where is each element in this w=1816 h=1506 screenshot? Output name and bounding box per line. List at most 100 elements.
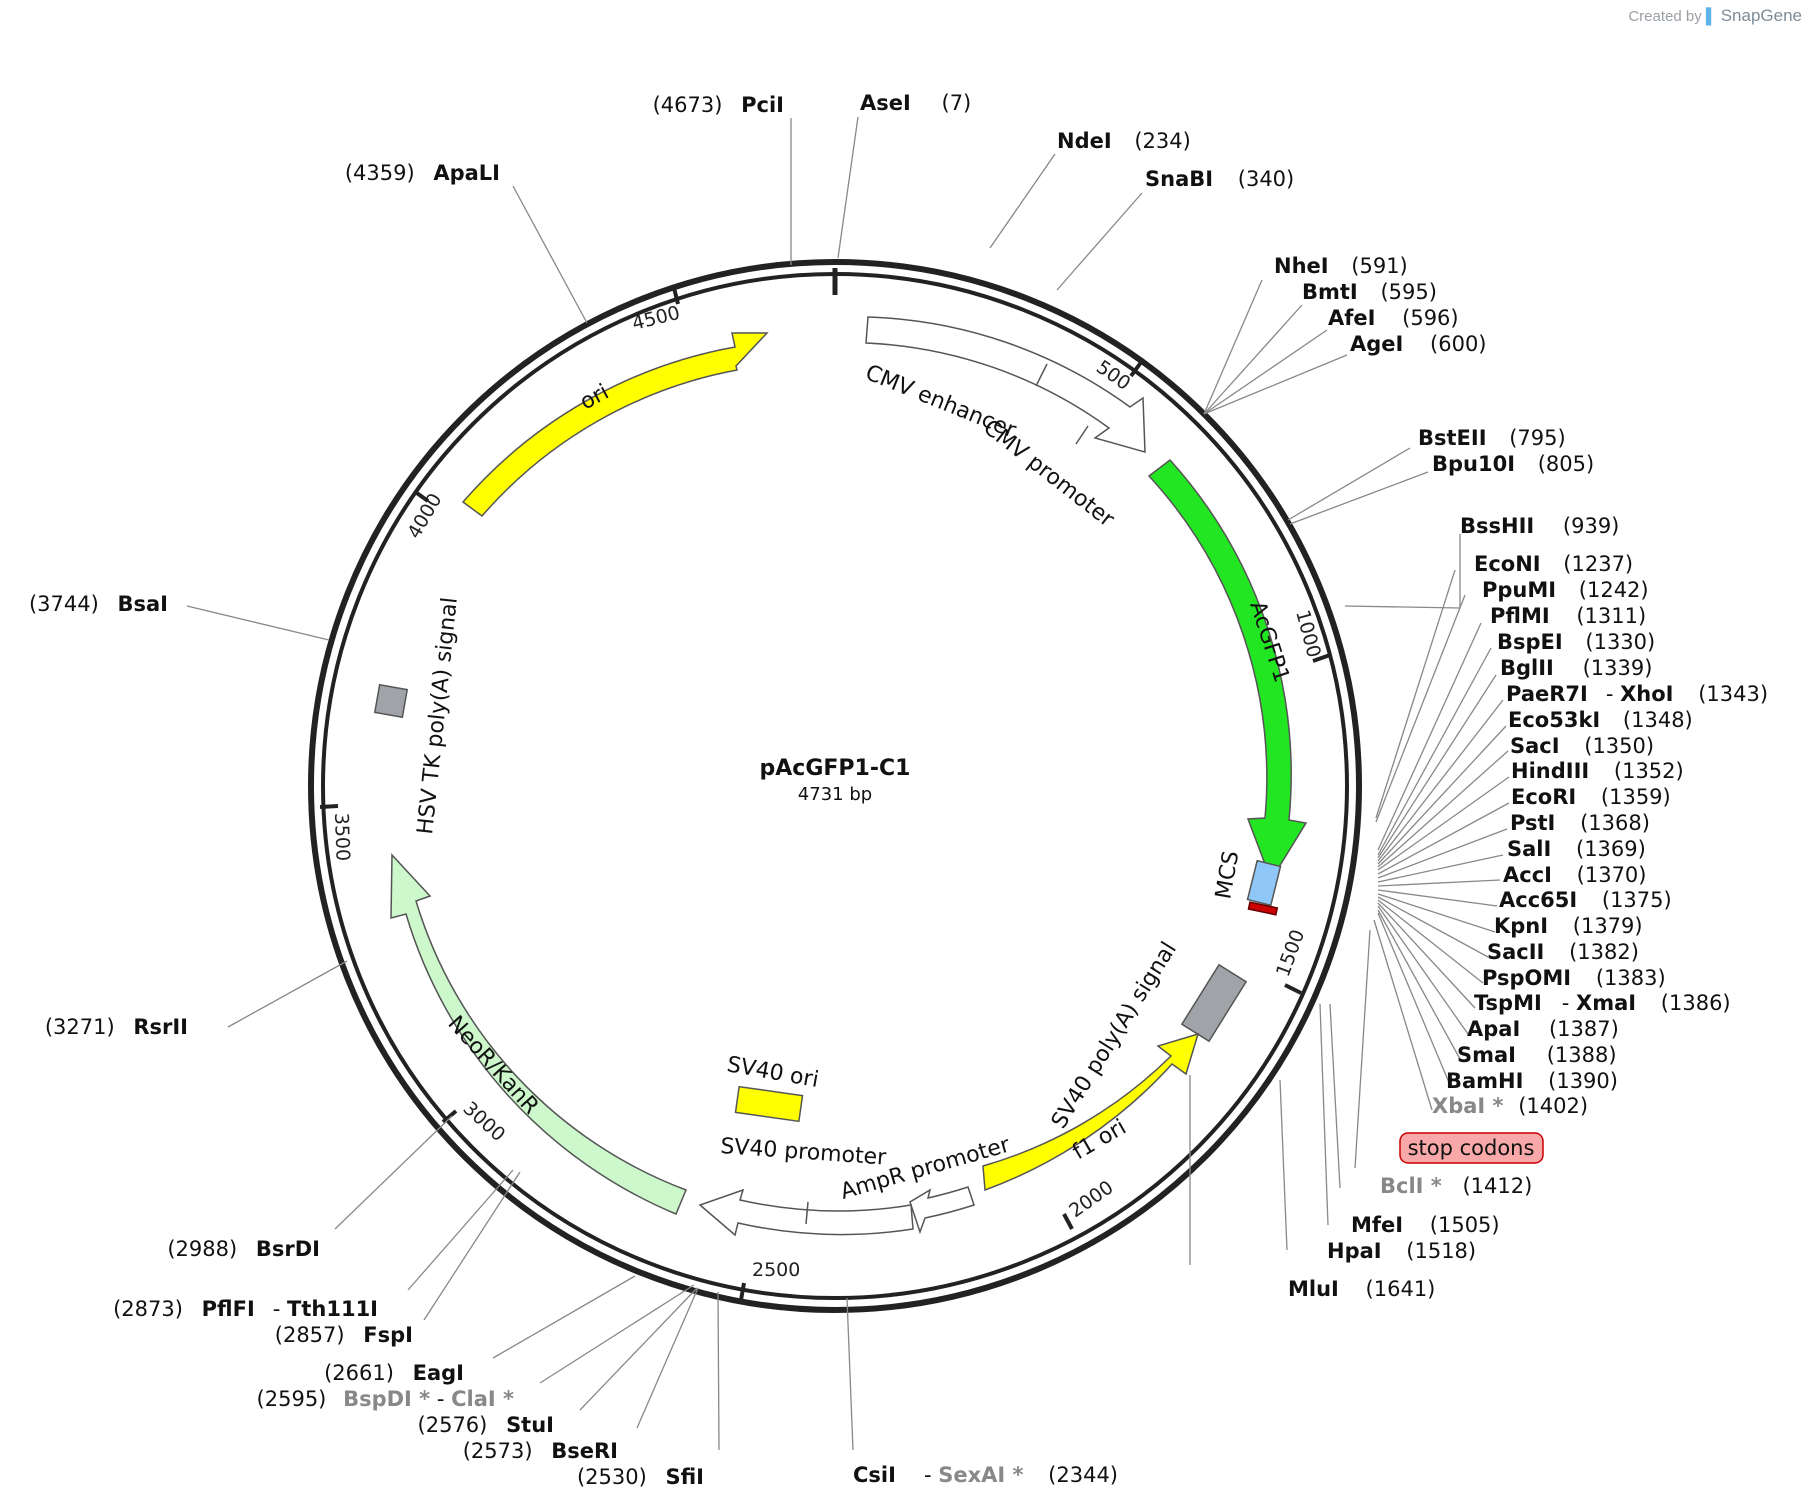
site-agei: AgeI (600) <box>1350 332 1487 356</box>
site-pflfi-tth111i: (2873) PflFI- Tth111I <box>113 1297 378 1321</box>
svg-text:stop codons: stop codons <box>1408 1136 1535 1160</box>
svg-text:Eco53kI (1348): Eco53kI (1348) <box>1508 708 1693 732</box>
svg-text:PaeR7I- XhoI (1343): PaeR7I- XhoI (1343) <box>1506 682 1768 706</box>
feature-hsv-tk-polya <box>373 683 409 719</box>
svg-text:(2573) BseRI: (2573) BseRI <box>463 1439 618 1463</box>
site-bglii: BglII (1339) <box>1500 656 1652 680</box>
svg-text:SnaBI (340): SnaBI (340) <box>1145 167 1294 191</box>
svg-text:BamHI (1390): BamHI (1390) <box>1446 1069 1618 1093</box>
svg-text:PspOMI (1383): PspOMI (1383) <box>1482 966 1666 990</box>
tick-label-4500: 4500 <box>630 302 682 335</box>
svg-text:EcoRI (1359): EcoRI (1359) <box>1511 785 1671 809</box>
svg-text:TspMI- XmaI (1386): TspMI- XmaI (1386) <box>1474 991 1731 1015</box>
feature-sv40-polya <box>1180 963 1248 1043</box>
svg-text:SalI (1369): SalI (1369) <box>1507 837 1646 861</box>
feature-ampr-promoter <box>909 1186 975 1235</box>
svg-text:SacI (1350): SacI (1350) <box>1510 734 1654 758</box>
feature-ori <box>461 332 769 518</box>
snapgene-logo-icon: ▌ <box>1705 8 1717 25</box>
svg-text:SmaI (1388): SmaI (1388) <box>1457 1043 1617 1067</box>
feature-label-sv40-promoter: SV40 promoter <box>720 1134 888 1171</box>
site-pspomi: PspOMI (1383) <box>1482 966 1666 990</box>
site-bmti: BmtI (595) <box>1302 280 1437 304</box>
site-rsrii: (3271) RsrII <box>45 1015 188 1039</box>
svg-text:MfeI (1505): MfeI (1505) <box>1351 1213 1500 1237</box>
site-smai: SmaI (1388) <box>1457 1043 1617 1067</box>
svg-text:CsiI- SexAI * (2344): CsiI- SexAI * (2344) <box>853 1463 1118 1487</box>
site-saci: SacI (1350) <box>1510 734 1654 758</box>
svg-text:(2530) SfiI: (2530) SfiI <box>577 1465 704 1489</box>
svg-text:BglII (1339): BglII (1339) <box>1500 656 1652 680</box>
site-leader-lines <box>186 116 1510 1451</box>
svg-text:(2661) EagI: (2661) EagI <box>324 1361 464 1385</box>
tick-label-3500: 3500 <box>330 812 354 861</box>
svg-text:BspEI (1330): BspEI (1330) <box>1497 630 1655 654</box>
site-pflmi: PflMI (1311) <box>1490 604 1646 628</box>
site-bsrdi: (2988) BsrDI <box>167 1237 320 1261</box>
svg-text:NdeI (234): NdeI (234) <box>1057 129 1191 153</box>
site-snabi: SnaBI (340) <box>1145 167 1294 191</box>
site-bseri: (2573) BseRI <box>463 1439 618 1463</box>
site-bcli: BclI * (1412) <box>1380 1174 1532 1198</box>
site-econi: EcoNI (1237) <box>1474 552 1633 576</box>
site-sfii: (2530) SfiI <box>577 1465 704 1489</box>
credit-prefix: Created by <box>1628 8 1702 25</box>
feature-mcs <box>1246 859 1282 907</box>
svg-text:(3744) BsaI: (3744) BsaI <box>29 592 168 616</box>
site-ndei: NdeI (234) <box>1057 129 1191 153</box>
site-bsteii: BstEII (795) <box>1418 426 1566 450</box>
svg-text:(2873) PflFI- Tth111I: (2873) PflFI- Tth111I <box>113 1297 378 1321</box>
svg-text:(2595) BspDI * - ClaI *: (2595) BspDI * - ClaI * <box>257 1387 514 1411</box>
site-fspi: (2857) FspI <box>275 1323 413 1347</box>
site-hpai: HpaI (1518) <box>1327 1239 1476 1263</box>
site-acc65i: Acc65I (1375) <box>1499 888 1672 912</box>
svg-text:(4673) PciI: (4673) PciI <box>653 93 784 117</box>
site-apali: (4359) ApaLI <box>345 161 500 185</box>
plasmid-length: 4731 bp <box>798 784 872 805</box>
feature-sv40-ori <box>734 1085 804 1123</box>
feature-label-mcs: MCS <box>1211 849 1244 901</box>
svg-text:AgeI (600): AgeI (600) <box>1350 332 1487 356</box>
svg-text:AfeI (596): AfeI (596) <box>1328 306 1459 330</box>
svg-text:PpuMI (1242): PpuMI (1242) <box>1482 578 1649 602</box>
svg-text:(4359) ApaLI: (4359) ApaLI <box>345 161 500 185</box>
site-sacii: SacII (1382) <box>1487 940 1639 964</box>
snapgene-credit: Created by ▌ SnapGene <box>1628 6 1802 26</box>
svg-text:BmtI (595): BmtI (595) <box>1302 280 1437 304</box>
site-kpni: KpnI (1379) <box>1494 914 1643 938</box>
site-afei: AfeI (596) <box>1328 306 1459 330</box>
site-acci: AccI (1370) <box>1503 863 1647 887</box>
site-mfei: MfeI (1505) <box>1351 1213 1500 1237</box>
stop-codons-mark <box>1247 901 1279 916</box>
site-mlui: MluI (1641) <box>1288 1277 1435 1301</box>
site-sali: SalI (1369) <box>1507 837 1646 861</box>
site-nhei: NheI (591) <box>1274 254 1408 278</box>
svg-text:BclI * (1412): BclI * (1412) <box>1380 1174 1532 1198</box>
site-tspmi-xmai: TspMI- XmaI (1386) <box>1474 991 1731 1015</box>
svg-text:HpaI (1518): HpaI (1518) <box>1327 1239 1476 1263</box>
feature-neor-kanr <box>390 853 687 1215</box>
svg-text:AseI (7): AseI (7) <box>860 91 971 115</box>
svg-text:HindIII (1352): HindIII (1352) <box>1511 759 1684 783</box>
credit-brand: SnapGene <box>1720 6 1802 25</box>
site-stui: (2576) StuI <box>418 1413 554 1437</box>
svg-text:EcoNI (1237): EcoNI (1237) <box>1474 552 1633 576</box>
svg-text:XbaI * (1402): XbaI * (1402) <box>1432 1094 1588 1118</box>
svg-text:(2857) FspI: (2857) FspI <box>275 1323 413 1347</box>
svg-text:(2576) StuI: (2576) StuI <box>418 1413 554 1437</box>
site-ecori: EcoRI (1359) <box>1511 785 1671 809</box>
svg-text:(3271) RsrII: (3271) RsrII <box>45 1015 188 1039</box>
svg-text:(2988) BsrDI: (2988) BsrDI <box>167 1237 320 1261</box>
svg-text:PflMI (1311): PflMI (1311) <box>1490 604 1646 628</box>
site-eco53ki: Eco53kI (1348) <box>1508 708 1693 732</box>
svg-text:NheI (591): NheI (591) <box>1274 254 1408 278</box>
site-eagi: (2661) EagI <box>324 1361 464 1385</box>
site-pcii: (4673) PciI <box>653 93 784 117</box>
svg-text:KpnI (1379): KpnI (1379) <box>1494 914 1643 938</box>
feature-label-hsv-tk-polya: HSV TK poly(A) signal <box>413 596 463 836</box>
svg-text:SacII (1382): SacII (1382) <box>1487 940 1639 964</box>
feature-acgfp1 <box>1147 458 1308 882</box>
features <box>373 316 1308 1237</box>
svg-text:BstEII (795): BstEII (795) <box>1418 426 1566 450</box>
